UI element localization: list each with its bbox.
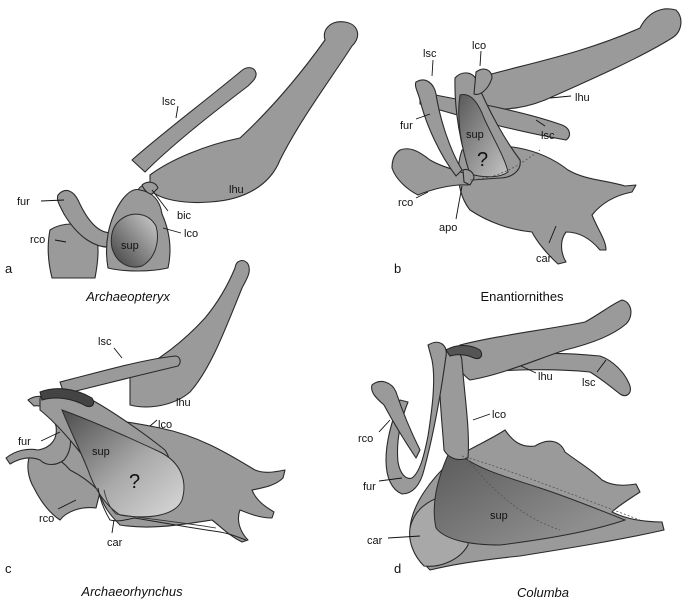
label-d-lco: lco: [492, 409, 506, 421]
label-b-rco: rco: [398, 197, 413, 209]
label-a-lsc: lsc: [162, 96, 176, 108]
panel-letter-b: b: [394, 261, 401, 276]
label-b-question: ?: [477, 149, 488, 171]
taxon-b: Enantiornithes: [480, 289, 564, 304]
label-c-sup: sup: [92, 446, 110, 458]
taxon-d: Columba: [517, 585, 569, 600]
humerus-c: [130, 261, 249, 407]
label-c-fur: fur: [18, 436, 31, 448]
panel-b: lsc lco lhu fur sup lsc ? rco apo car b …: [392, 9, 681, 304]
label-d-lsc: lsc: [582, 377, 596, 389]
label-c-lsc: lsc: [98, 336, 112, 348]
humerus-a: [150, 22, 358, 203]
label-c-lco: lco: [158, 419, 172, 431]
label-b-lhu: lhu: [575, 92, 590, 104]
label-d-lhu: lhu: [538, 371, 553, 383]
label-c-question: ?: [129, 471, 140, 493]
taxon-a: Archaeopteryx: [85, 289, 170, 304]
panel-a: lsc lhu fur bic rco lco sup a Archaeopte…: [5, 22, 358, 304]
label-d-fur: fur: [363, 481, 376, 493]
panel-d: lhu lsc lco rco fur sup car d Columba: [358, 300, 664, 600]
label-b-fur: fur: [400, 120, 413, 132]
label-b-lsc-left: lsc: [423, 48, 437, 60]
panel-letter-c: c: [5, 561, 12, 576]
label-a-lco: lco: [184, 228, 198, 240]
label-c-car: car: [107, 537, 123, 549]
label-d-sup: sup: [490, 510, 508, 522]
label-c-rco: rco: [39, 513, 54, 525]
label-c-lhu: lhu: [176, 397, 191, 409]
label-a-bic: bic: [177, 210, 192, 222]
label-a-rco: rco: [30, 234, 45, 246]
taxon-c: Archaeorhynchus: [80, 584, 183, 599]
label-b-car: car: [536, 253, 552, 265]
label-d-car: car: [367, 535, 383, 547]
label-b-lsc-right: lsc: [541, 130, 555, 142]
label-b-sup: sup: [466, 129, 484, 141]
label-a-fur: fur: [17, 196, 30, 208]
label-b-lco: lco: [472, 40, 486, 52]
panel-letter-d: d: [394, 561, 401, 576]
label-a-sup: sup: [121, 240, 139, 252]
label-d-rco: rco: [358, 433, 373, 445]
panel-c: lsc lhu lco fur sup ? rco car c Archaeor…: [5, 261, 285, 599]
panel-letter-a: a: [5, 261, 13, 276]
label-b-apo: apo: [439, 222, 457, 234]
label-a-lhu: lhu: [229, 184, 244, 196]
